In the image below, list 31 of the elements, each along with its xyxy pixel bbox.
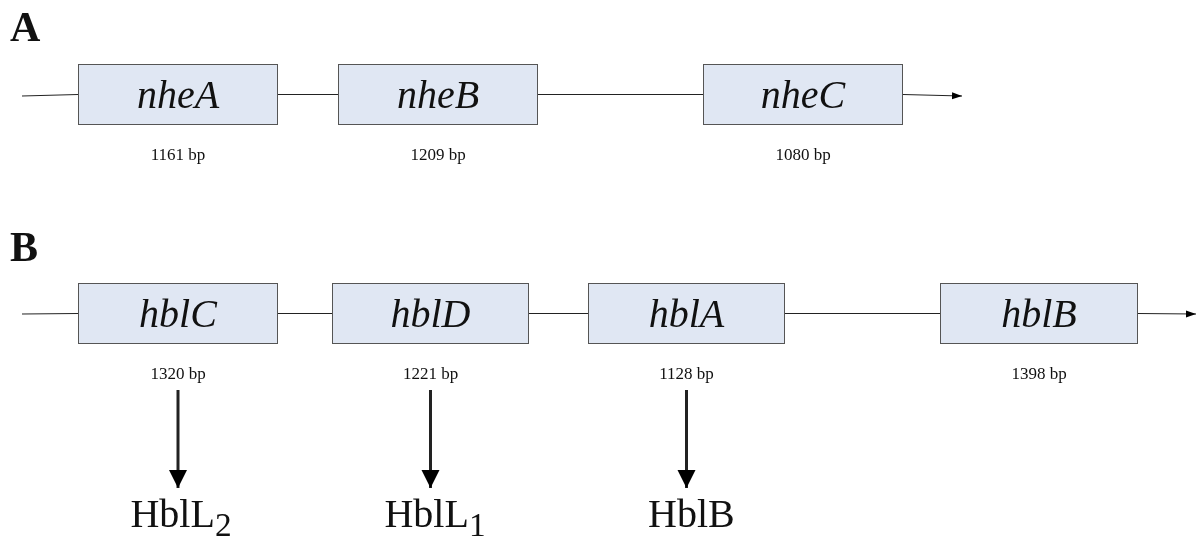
connector-line xyxy=(537,94,704,95)
protein-label: HblL$_{1}$ xyxy=(384,494,486,541)
arrow xyxy=(902,92,963,100)
arrow xyxy=(421,390,440,488)
length-label: 1221 bp xyxy=(402,364,459,384)
length-label: 1128 bp xyxy=(659,364,714,384)
connector-line xyxy=(277,313,333,314)
gene-box: hblD xyxy=(332,283,529,344)
gene-box: hblA xyxy=(588,283,785,344)
length-label: 1398 bp xyxy=(1011,364,1067,384)
protein-label: HblL$_{2}$ xyxy=(130,494,232,541)
gene-box: hblB xyxy=(940,283,1138,344)
gene-box: hblC xyxy=(78,283,278,344)
length-label: 1209 bp xyxy=(410,145,466,165)
arrow xyxy=(677,390,696,488)
connector-line xyxy=(21,94,79,97)
protein-label: HblB xyxy=(648,494,735,534)
gene-box: nheA xyxy=(78,64,278,125)
panel-label: B xyxy=(10,226,38,268)
connector-line xyxy=(784,313,941,314)
length-label: 1320 bp xyxy=(150,364,206,384)
gene-box: nheB xyxy=(338,64,538,125)
panel-label: A xyxy=(10,6,41,48)
gene-box: nheC xyxy=(703,64,903,125)
length-label: 1161 bp xyxy=(150,145,206,165)
arrow xyxy=(1137,310,1197,318)
length-label: 1080 bp xyxy=(775,145,831,165)
connector-line xyxy=(21,313,79,315)
arrow xyxy=(169,390,187,488)
connector-line xyxy=(277,94,339,95)
connector-line xyxy=(528,313,589,314)
